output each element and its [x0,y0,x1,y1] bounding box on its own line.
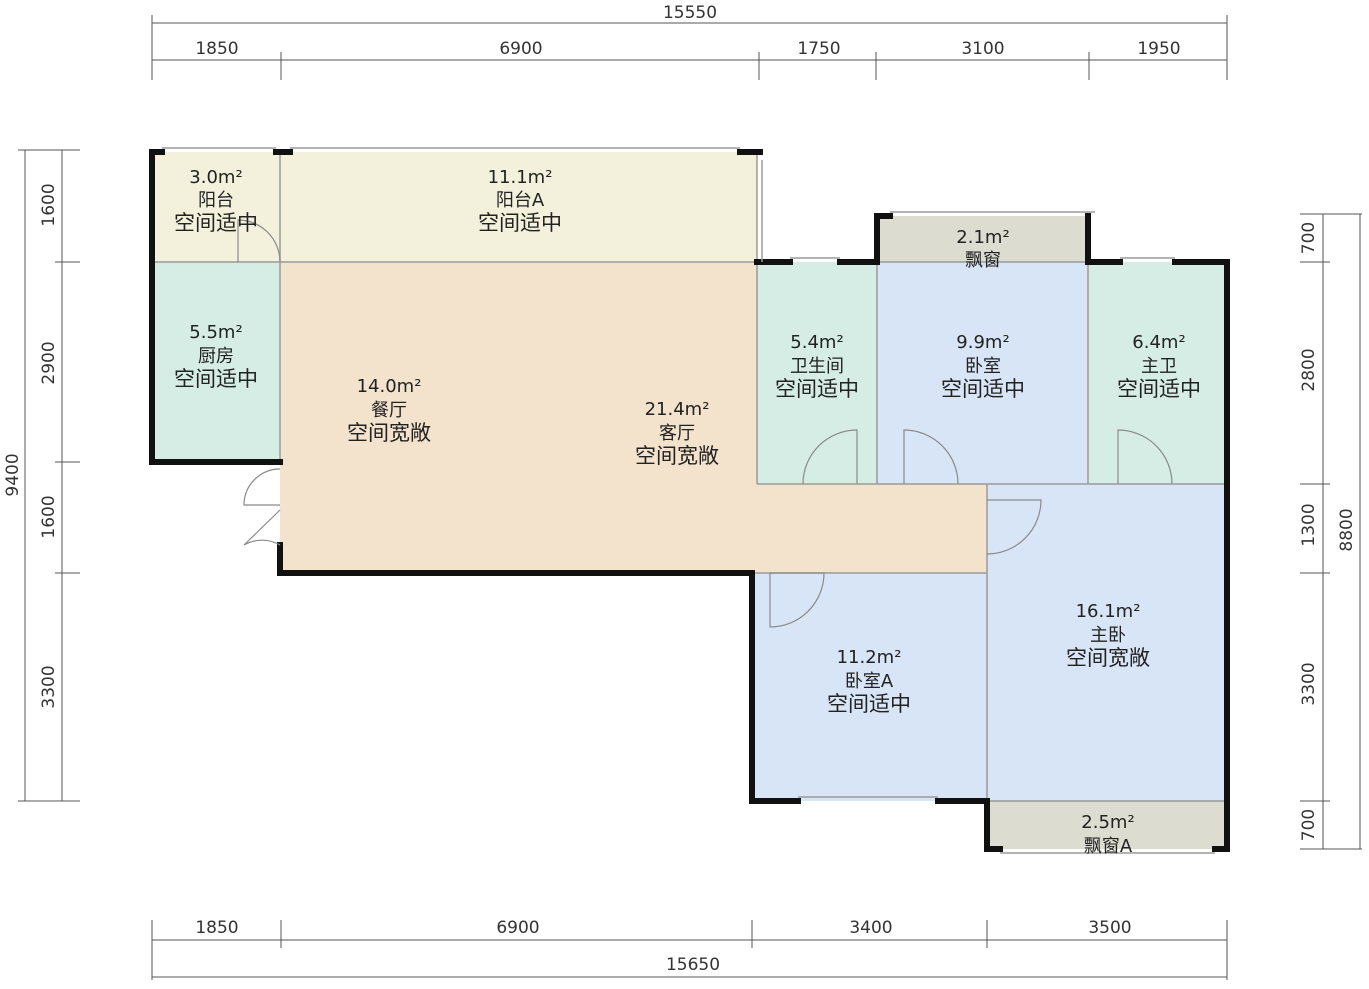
kitchen-fill [152,262,280,462]
bay-window-a-fill [987,801,1227,849]
bathroom-tag: 空间适中 [775,377,859,401]
master-bath-door [1117,429,1173,485]
top-dim-3: 1750 [797,39,840,59]
top-dim-1: 1850 [195,39,238,59]
master-bedroom-tag: 空间宽敞 [1066,646,1150,670]
bathroom-door [802,429,858,485]
bay-window-a-name: 飘窗A [1084,836,1133,857]
bedroom-a-name: 卧室A [845,671,894,692]
bathroom-area: 5.4m² [790,332,843,353]
right-total-dim: 8800 [1337,508,1357,551]
master-bedroom-area: 16.1m² [1076,601,1141,622]
right-dim-1: 700 [1299,222,1319,254]
windows [162,147,1215,854]
living-name: 客厅 [659,423,695,444]
master-bath-name: 主卫 [1141,356,1177,377]
exterior-walls [149,149,1230,852]
living-tag: 空间宽敞 [635,444,719,468]
bedroom-area: 9.9m² [956,332,1009,353]
balcony-a-fill [280,152,757,262]
left-dim-1: 1600 [39,183,59,226]
master-bedroom-name: 主卧 [1090,625,1126,646]
living-dining-fill [280,262,987,573]
balcony-a-area: 11.1m² [488,167,553,188]
master-bath-tag: 空间适中 [1117,377,1201,401]
top-dim-2: 6900 [499,39,542,59]
bedroom-a-tag: 空间适中 [827,692,911,716]
dimension-lines [18,15,1362,980]
dining-area: 14.0m² [357,376,422,397]
master-bedroom-door [986,499,1042,555]
left-dim-4: 3300 [39,665,59,708]
room-labels: 3.0m² 阳台 空间适中 11.1m² 阳台A 空间适中 5.5m² 厨房 空… [174,167,1201,857]
balcony-a-tag: 空间适中 [478,211,562,235]
entry-door-lower [243,509,281,546]
left-total-dim: 9400 [3,453,23,496]
balcony-a-name: 阳台A [496,190,545,211]
bay-window-fill [877,216,1088,262]
bedroom-a-area: 11.2m² [837,647,902,668]
room-fills [152,152,1227,849]
balcony-area: 3.0m² [189,167,242,188]
right-dim-5: 700 [1299,809,1319,841]
left-dim-3: 1600 [39,495,59,538]
dining-name: 餐厅 [371,400,407,421]
bottom-dim-1: 1850 [195,918,238,938]
right-dim-2: 2800 [1299,348,1319,391]
bottom-total-dim: 15650 [666,955,720,975]
bedroom-fill [877,262,1088,484]
bay-window-area: 2.1m² [956,227,1009,248]
interior-lines [152,152,1227,802]
top-dim-4: 3100 [961,39,1004,59]
bay-window-name: 飘窗 [965,250,1001,271]
bedroom-a-door [769,572,825,628]
bay-window-a-area: 2.5m² [1081,812,1134,833]
bottom-dim-2: 6900 [496,918,539,938]
bathroom-name: 卫生间 [790,356,844,377]
balcony-fill [152,152,280,262]
bottom-dim-4: 3500 [1088,918,1131,938]
left-dim-2: 2900 [39,341,59,384]
right-dim-4: 3300 [1299,662,1319,705]
master-bath-area: 6.4m² [1132,332,1185,353]
right-dim-3: 1300 [1299,503,1319,546]
dimension-labels: 15550 1850 6900 1750 3100 1950 1850 6900… [3,3,1357,975]
bedroom-name: 卧室 [965,356,1001,377]
dining-tag: 空间宽敞 [347,421,431,445]
entry-door-upper [243,468,281,506]
doors [237,219,1173,628]
bedroom-a-fill [752,573,987,801]
living-area: 21.4m² [645,399,710,420]
balcony-door [237,219,281,263]
bedroom-tag: 空间适中 [941,377,1025,401]
top-dim-5: 1950 [1137,39,1180,59]
kitchen-tag: 空间适中 [174,367,258,391]
bedroom-door [903,429,959,485]
balcony-tag: 空间适中 [174,211,258,235]
kitchen-name: 厨房 [198,346,234,367]
top-total-dim: 15550 [663,3,717,23]
bottom-dim-3: 3400 [849,918,892,938]
balcony-name: 阳台 [198,190,234,211]
kitchen-area: 5.5m² [189,322,242,343]
